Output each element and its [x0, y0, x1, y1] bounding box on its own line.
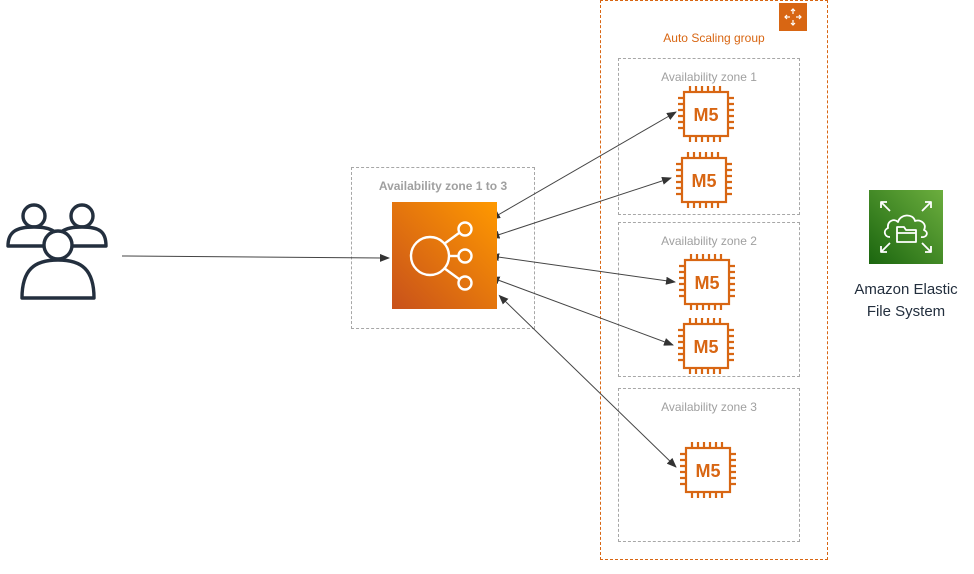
ec2-m5-instance-icon: M5	[676, 84, 736, 144]
auto-scaling-group-label: Auto Scaling group	[663, 31, 765, 45]
instance-2-type: M5	[691, 171, 716, 191]
elastic-load-balancer-icon	[392, 202, 497, 309]
instance-1-type: M5	[693, 105, 718, 125]
instance-5-type: M5	[695, 461, 720, 481]
alb-to-instance-2-arrow	[489, 177, 672, 239]
ec2-m5-instance-icon: M5	[676, 316, 736, 376]
availability-zone-3-label: Availability zone 3	[661, 400, 757, 414]
efs-label-line-1: Amazon Elastic	[854, 281, 958, 298]
alb-to-instance-1-arrow	[490, 111, 677, 220]
instance-3-type: M5	[694, 273, 719, 293]
availability-zone-1-label: Availability zone 1	[661, 70, 757, 84]
users-to-alb-arrow	[121, 253, 390, 262]
alb-to-instance-5-arrow	[498, 294, 677, 468]
alb-to-instance-3-arrow	[489, 253, 676, 285]
alb-to-instance-4-arrow	[489, 276, 674, 346]
alb-zone-label: Availability zone 1 to 3	[378, 179, 508, 193]
availability-zone-2-label: Availability zone 2	[661, 234, 757, 248]
efs-label: Amazon Elastic File System	[836, 279, 974, 323]
efs-icon	[869, 190, 943, 264]
ec2-m5-instance-icon: M5	[677, 252, 737, 312]
efs-label-line-2: File System	[866, 303, 946, 320]
users-icon	[6, 203, 108, 300]
auto-scaling-icon	[779, 3, 807, 31]
ec2-m5-instance-icon: M5	[674, 150, 734, 210]
alb-availability-zone: Availability zone 1 to 3	[351, 167, 535, 329]
instance-4-type: M5	[693, 337, 718, 357]
ec2-m5-instance-icon: M5	[678, 440, 738, 500]
